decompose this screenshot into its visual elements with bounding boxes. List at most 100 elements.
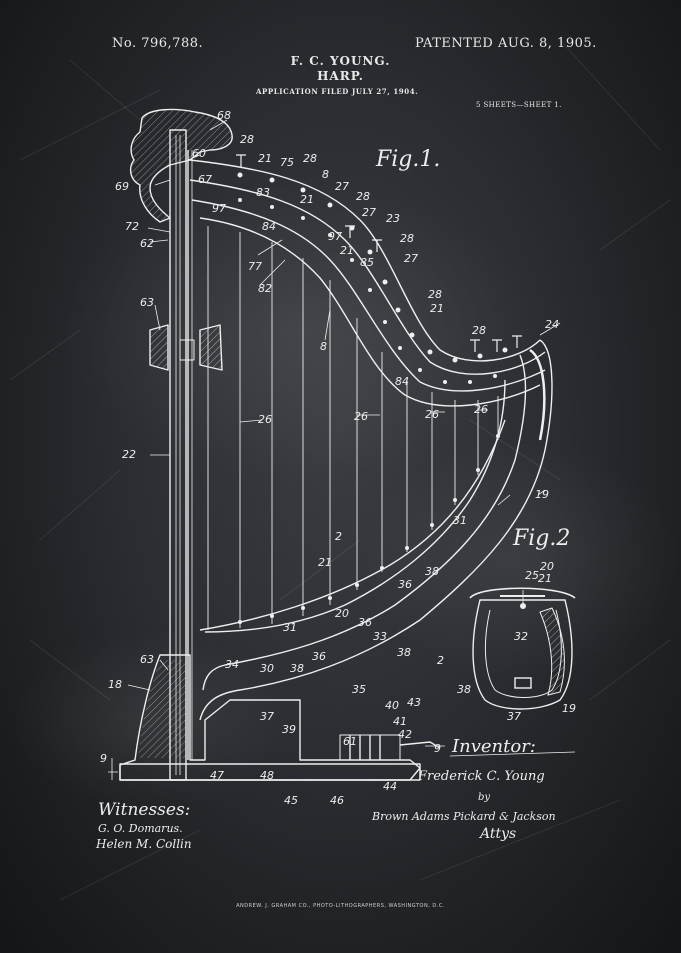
attys-label: Attys xyxy=(478,826,516,842)
ref-23: 23 xyxy=(386,212,400,225)
ref-77: 77 xyxy=(248,260,262,273)
ref-20a: 20 xyxy=(335,607,349,620)
ref-38a: 38 xyxy=(425,565,439,578)
ref-38b: 38 xyxy=(397,646,411,659)
patent-title: HARP. xyxy=(317,69,364,83)
ref-27a: 27 xyxy=(335,180,349,193)
ref-25: 25 xyxy=(525,569,539,582)
ref-9a: 9 xyxy=(100,752,107,765)
ref-18: 18 xyxy=(108,678,122,691)
ref-67: 67 xyxy=(198,173,212,186)
reference-numerals: 68 60 69 67 72 62 63 22 63 18 9 28 21 75… xyxy=(100,109,576,807)
ref-26b: 26 xyxy=(354,410,368,423)
ref-68: 68 xyxy=(217,109,231,122)
pedal-bracket xyxy=(149,324,223,371)
ref-19a: 19 xyxy=(535,488,549,501)
ref-36a: 36 xyxy=(398,578,412,591)
ref-21f: 21 xyxy=(318,556,332,569)
ref-38c2: 38 xyxy=(457,683,471,696)
by-label: by xyxy=(478,792,490,803)
inventor-signature: Frederick C. Young xyxy=(417,769,545,784)
ref-28e: 28 xyxy=(428,288,442,301)
sheet-count: 5 SHEETS—SHEET 1. xyxy=(476,101,562,109)
string-rail xyxy=(199,419,506,631)
ref-36b: 36 xyxy=(358,616,372,629)
ref-21c: 21 xyxy=(340,244,354,257)
ref-28c: 28 xyxy=(356,190,370,203)
ref-35: 35 xyxy=(352,683,366,696)
patented-date: PATENTED AUG. 8, 1905. xyxy=(415,36,597,51)
ref-44: 44 xyxy=(383,780,397,793)
ref-30: 30 xyxy=(260,662,274,675)
fig2-label: Fig.2 xyxy=(512,526,570,551)
ref-28a: 28 xyxy=(240,133,254,146)
ref-19b: 19 xyxy=(562,702,576,715)
ref-27c: 27 xyxy=(404,252,418,265)
ref-20b: 20 xyxy=(540,560,554,573)
ref-37a: 37 xyxy=(260,710,274,723)
witness-two: Helen M. Collin xyxy=(95,837,192,851)
ref-27b: 27 xyxy=(362,206,376,219)
harp-crown xyxy=(129,108,233,223)
harp-base xyxy=(119,654,441,781)
witness-one: G. O. Domarus. xyxy=(98,822,183,835)
ref-28d: 28 xyxy=(400,232,414,245)
ref-21a: 21 xyxy=(258,152,272,165)
peg-heads xyxy=(236,154,522,352)
ref-26c: 26 xyxy=(425,408,439,421)
ref-2a: 2 xyxy=(335,530,342,543)
ref-8b: 8 xyxy=(320,340,327,353)
ref-37b: 37 xyxy=(507,710,521,723)
ref-39: 39 xyxy=(282,723,296,736)
chalk-texture xyxy=(9,39,680,901)
fig2-section xyxy=(469,587,576,710)
ref-36c: 36 xyxy=(312,650,326,663)
ref-32: 32 xyxy=(514,630,528,643)
ref-63a: 63 xyxy=(140,296,154,309)
inventor-header: F. C. YOUNG. xyxy=(290,54,391,68)
ref-69: 69 xyxy=(115,180,129,193)
ref-2b: 2 xyxy=(437,654,444,667)
tuning-pins xyxy=(237,172,508,624)
ref-60: 60 xyxy=(192,147,206,160)
ref-26d: 26 xyxy=(474,403,488,416)
fig1-harp xyxy=(108,108,561,781)
harp-neck xyxy=(189,159,546,407)
ref-84b: 84 xyxy=(395,375,409,388)
ref-34: 34 xyxy=(225,658,239,671)
ref-21b: 21 xyxy=(300,193,314,206)
ref-97b: 97 xyxy=(328,230,342,243)
ref-28b: 28 xyxy=(303,152,317,165)
ref-21d: 21 xyxy=(430,302,444,315)
ref-47: 47 xyxy=(210,769,224,782)
ref-84a: 84 xyxy=(262,220,276,233)
ref-61: 61 xyxy=(343,735,357,748)
ref-48: 48 xyxy=(260,769,274,782)
ref-22: 22 xyxy=(122,448,136,461)
ref-45: 45 xyxy=(284,794,298,807)
signature-block: Inventor: Frederick C. Young by Brown Ad… xyxy=(95,736,576,851)
ref-31a: 31 xyxy=(453,514,467,527)
leader-lines xyxy=(127,119,561,691)
ref-62: 62 xyxy=(140,237,154,250)
ref-43: 43 xyxy=(407,696,421,709)
ref-31b: 31 xyxy=(283,621,297,634)
ref-85: 85 xyxy=(360,256,374,269)
ref-21g: 21 xyxy=(538,572,552,585)
ref-9b: 9 xyxy=(434,742,441,755)
application-filed: APPLICATION FILED JULY 27, 1904. xyxy=(256,87,419,96)
ref-41: 41 xyxy=(393,715,407,728)
attorney-signature: Brown Adams Pickard & Jackson xyxy=(371,810,556,823)
ref-75: 75 xyxy=(280,156,294,169)
ref-40: 40 xyxy=(385,699,399,712)
ref-42: 42 xyxy=(398,728,412,741)
ref-72: 72 xyxy=(125,220,139,233)
patent-number: No. 796,788. xyxy=(112,36,204,51)
ref-83: 83 xyxy=(256,186,270,199)
ref-63b: 63 xyxy=(140,653,154,666)
printer-credit: ANDREW. J. GRAHAM CO., PHOTO-LITHOGRAPHE… xyxy=(236,903,445,909)
ref-28f: 28 xyxy=(472,324,486,337)
ref-38c: 38 xyxy=(290,662,304,675)
